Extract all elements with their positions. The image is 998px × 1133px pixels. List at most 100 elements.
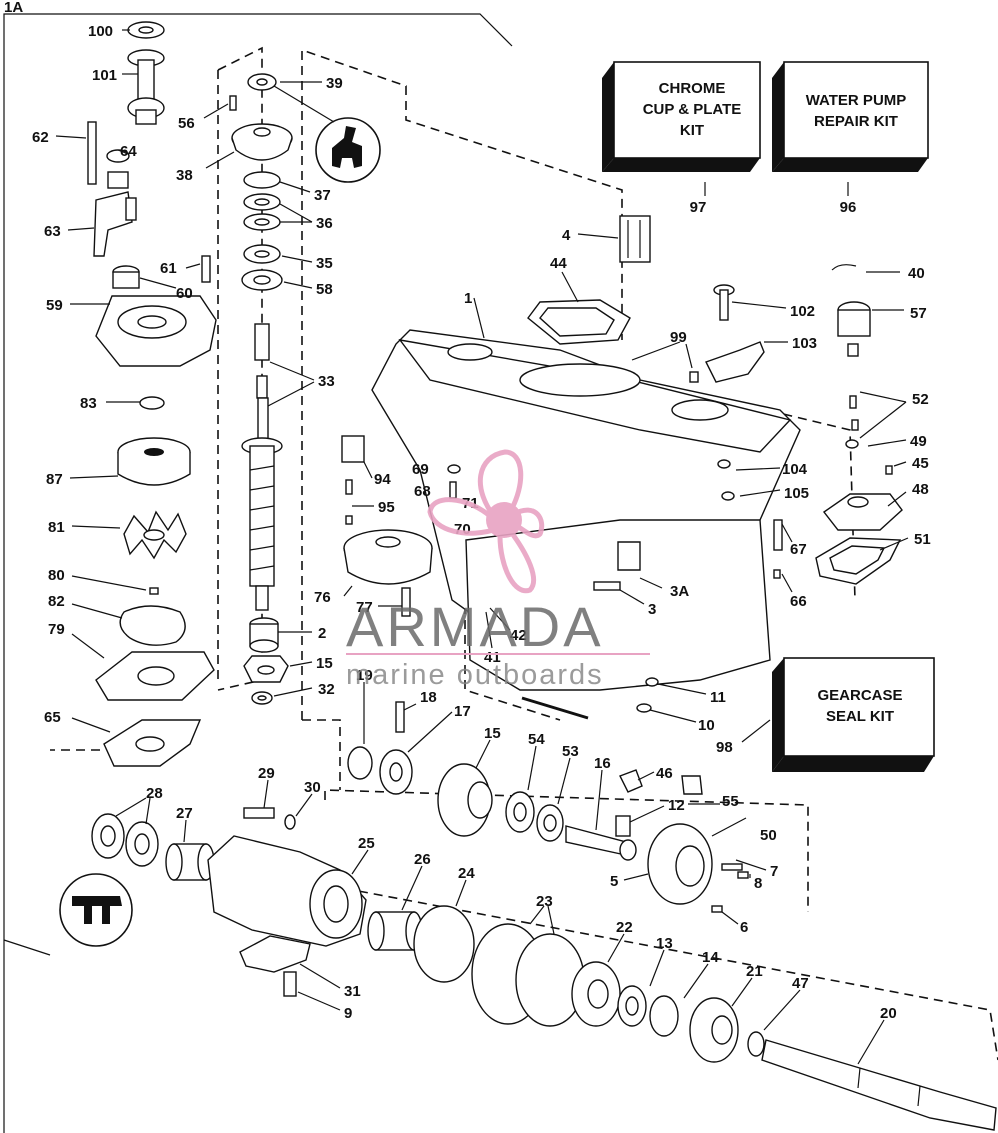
callout-15-upper: 15	[316, 655, 333, 672]
part-48-cover	[822, 493, 903, 531]
part-11-10-plugs	[636, 677, 659, 713]
chrome-kit-line-3: KIT	[680, 122, 704, 139]
part-47-washer	[747, 1031, 765, 1057]
callout-59: 59	[46, 297, 63, 314]
part-62-screw	[87, 121, 97, 185]
part-95-screw	[345, 479, 353, 525]
part-2-bearing	[249, 617, 279, 653]
callout-28: 28	[146, 785, 163, 802]
part-49-45-nuts	[845, 439, 893, 475]
special-tool-icon-top	[315, 117, 381, 183]
callout-5: 5	[610, 873, 618, 890]
callout-54: 54	[528, 731, 545, 748]
part-32-nut	[251, 691, 273, 705]
part-30-washer	[284, 814, 296, 830]
part-5-reverse-gear	[647, 823, 713, 905]
callout-52: 52	[912, 391, 929, 408]
callout-12: 12	[668, 797, 685, 814]
callout-38: 38	[176, 167, 193, 184]
part-61-screw	[201, 255, 211, 283]
callout-48: 48	[912, 481, 929, 498]
part-1-gearcase	[371, 329, 801, 720]
part-33-driveshaft	[241, 323, 283, 611]
chrome-kit-box[interactable]: CHROME CUP & PLATE KIT	[602, 61, 761, 172]
callout-99: 99	[670, 329, 687, 346]
callout-96: 96	[840, 199, 857, 216]
part-38-cover	[231, 123, 293, 161]
callout-30: 30	[304, 779, 321, 796]
part-46-12-shift	[615, 769, 643, 837]
callout-49: 49	[910, 433, 927, 450]
part-67-66-screws	[773, 519, 783, 579]
part-82-gasket	[119, 605, 186, 646]
callout-50: 50	[760, 827, 777, 844]
callout-47: 47	[792, 975, 809, 992]
callout-51: 51	[914, 531, 931, 548]
part-4-anode	[619, 215, 651, 263]
part-83-oring	[139, 396, 165, 410]
water-pump-kit-box[interactable]: WATER PUMP REPAIR KIT	[772, 61, 929, 172]
callout-9: 9	[344, 1005, 352, 1022]
callout-68: 68	[414, 483, 431, 500]
callout-103: 103	[792, 335, 817, 352]
callout-7: 7	[770, 863, 778, 880]
callout-101: 101	[92, 67, 117, 84]
part-87-impeller-cup	[117, 437, 191, 486]
part-28-seals	[91, 813, 159, 867]
callout-6: 6	[740, 919, 748, 936]
callout-53: 53	[562, 743, 579, 760]
special-tool-icon-bottom	[59, 873, 133, 947]
callout-45: 45	[912, 455, 929, 472]
callout-32: 32	[318, 681, 335, 698]
callout-16: 16	[594, 755, 611, 772]
callout-46: 46	[656, 765, 673, 782]
callout-97: 97	[690, 199, 707, 216]
callout-40: 40	[908, 265, 925, 282]
callout-37: 37	[314, 187, 331, 204]
chrome-kit-line-1: CHROME	[659, 80, 726, 97]
callout-66: 66	[790, 593, 807, 610]
part-16-shaft	[565, 825, 637, 861]
part-7-8-screws	[721, 863, 749, 879]
part-51-gasket	[815, 537, 902, 585]
part-54-washer	[505, 791, 535, 833]
leader-lines	[55, 29, 909, 1065]
callout-39: 39	[326, 75, 343, 92]
callout-2: 2	[318, 625, 326, 642]
callout-44: 44	[550, 255, 567, 272]
callout-36: 36	[316, 215, 333, 232]
callout-15-lower: 15	[484, 725, 501, 742]
part-56-screw	[229, 95, 237, 111]
part-102-screw	[713, 284, 735, 321]
part-104-105-screws	[717, 459, 735, 501]
callout-23: 23	[536, 893, 553, 910]
callout-61: 61	[160, 260, 177, 277]
part-53-bearing	[536, 804, 564, 842]
callout-13: 13	[656, 935, 673, 952]
gearcase-kit-line-1: GEARCASE	[817, 687, 902, 704]
callout-65: 65	[44, 709, 61, 726]
callout-20: 20	[880, 1005, 897, 1022]
callout-80: 80	[48, 567, 65, 584]
callout-57: 57	[910, 305, 927, 322]
part-57-housing	[837, 301, 871, 357]
gearcase-seal-kit-box[interactable]: GEARCASE SEAL KIT	[772, 657, 935, 772]
part-50-rod	[711, 817, 747, 837]
part-63-lever	[93, 191, 137, 257]
part-27-bearing	[165, 843, 215, 881]
part-60-grommet	[112, 265, 140, 289]
callout-79: 79	[48, 621, 65, 638]
callout-27: 27	[176, 805, 193, 822]
callout-77: 77	[356, 599, 373, 616]
part-94-plug	[341, 435, 365, 463]
part-37-oring	[243, 171, 281, 189]
part-18-pin	[395, 701, 405, 733]
part-101-tube	[127, 49, 165, 125]
armada-watermark: ARMADA marine outboards	[346, 449, 650, 691]
part-14-bearing	[649, 995, 679, 1037]
part-21-gear	[689, 997, 739, 1063]
callout-76: 76	[314, 589, 331, 606]
callout-105: 105	[784, 485, 809, 502]
callout-18: 18	[420, 689, 437, 706]
